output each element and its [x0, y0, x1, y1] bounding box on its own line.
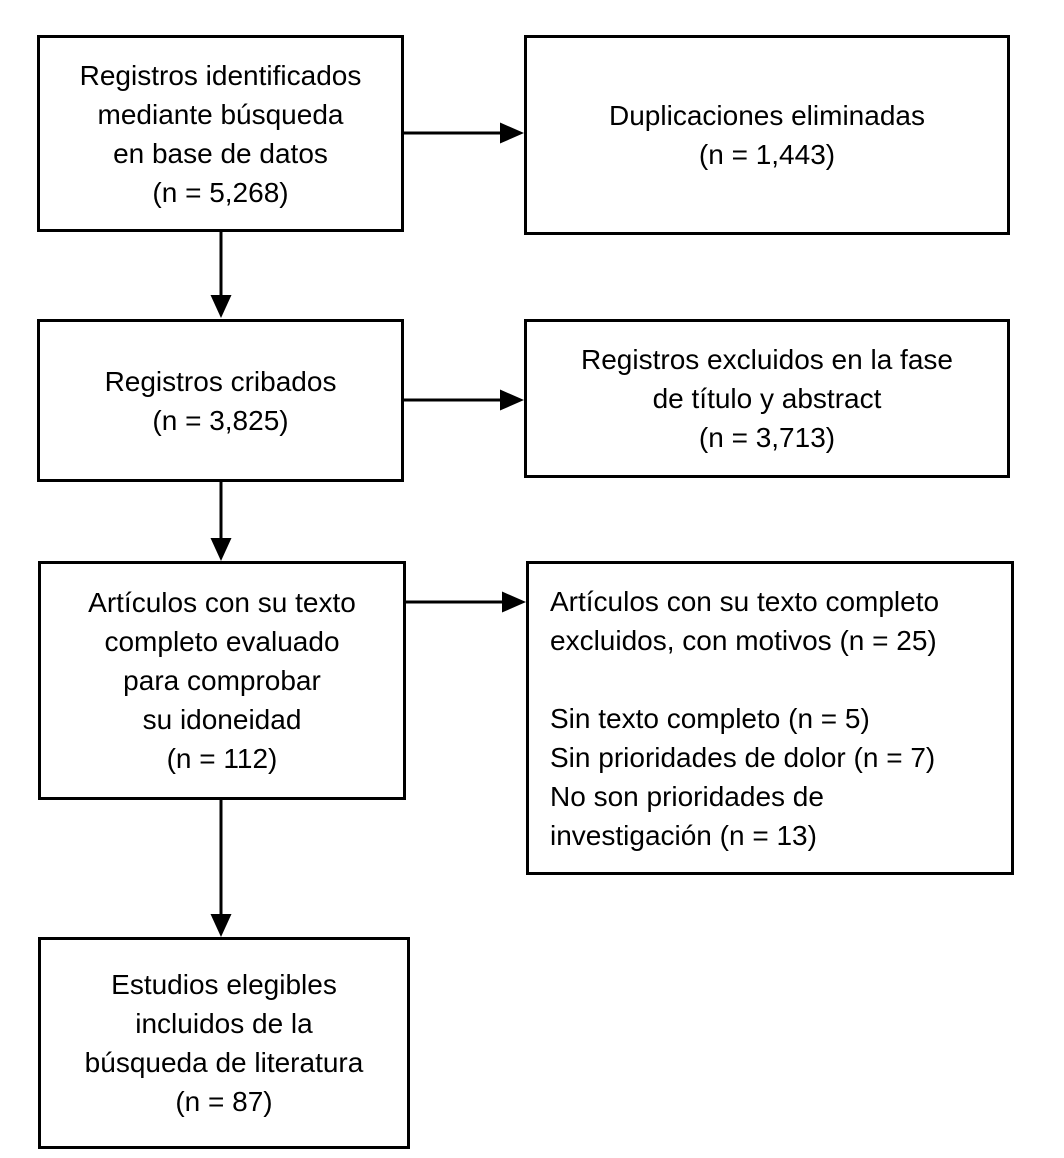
- box-duplicaciones-eliminadas: Duplicaciones eliminadas (n = 1,443): [524, 35, 1010, 235]
- box-articulos-texto-completo-excluidos: Artículos con su texto completo excluido…: [526, 561, 1014, 875]
- arrow-down-identified-to-screened-icon: [210, 232, 232, 318]
- box-estudios-elegibles-incluidos: Estudios elegibles incluidos de la búsqu…: [38, 937, 410, 1149]
- arrow-right-identified-to-duplicates-icon: [404, 122, 524, 144]
- box-articulos-texto-completo-evaluado: Artículos con su texto completo evaluado…: [38, 561, 406, 800]
- arrow-down-fulltext-to-included-icon: [210, 800, 232, 937]
- arrow-down-screened-to-fulltext-icon: [210, 482, 232, 561]
- box-registros-excluidos-titulo-abstract: Registros excluidos en la fase de título…: [524, 319, 1010, 478]
- arrow-right-fulltext-to-excluded-icon: [406, 591, 526, 613]
- box-registros-cribados: Registros cribados (n = 3,825): [37, 319, 404, 482]
- arrow-right-screened-to-excluded-icon: [404, 389, 524, 411]
- box-registros-identificados: Registros identificados mediante búsqued…: [37, 35, 404, 232]
